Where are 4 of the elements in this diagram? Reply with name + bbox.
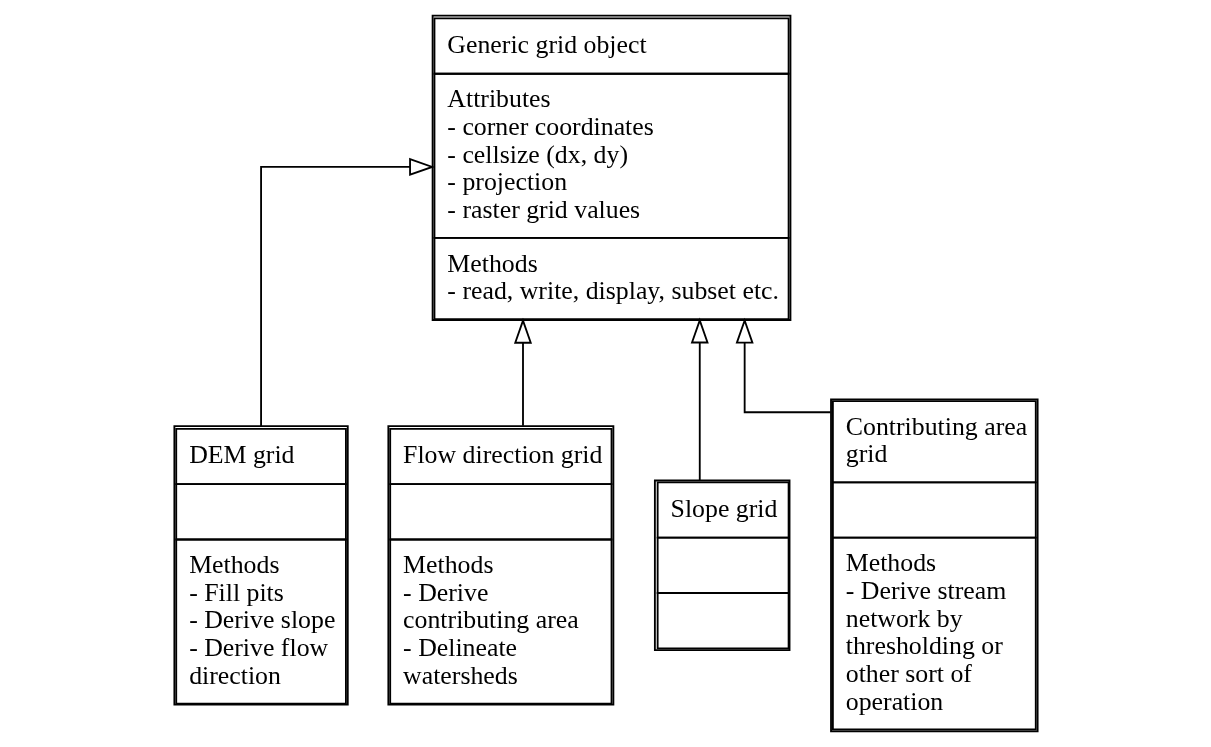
arrow	[735, 317, 832, 414]
arrow	[259, 157, 435, 427]
arrow	[690, 317, 709, 481]
arrow	[513, 317, 532, 427]
